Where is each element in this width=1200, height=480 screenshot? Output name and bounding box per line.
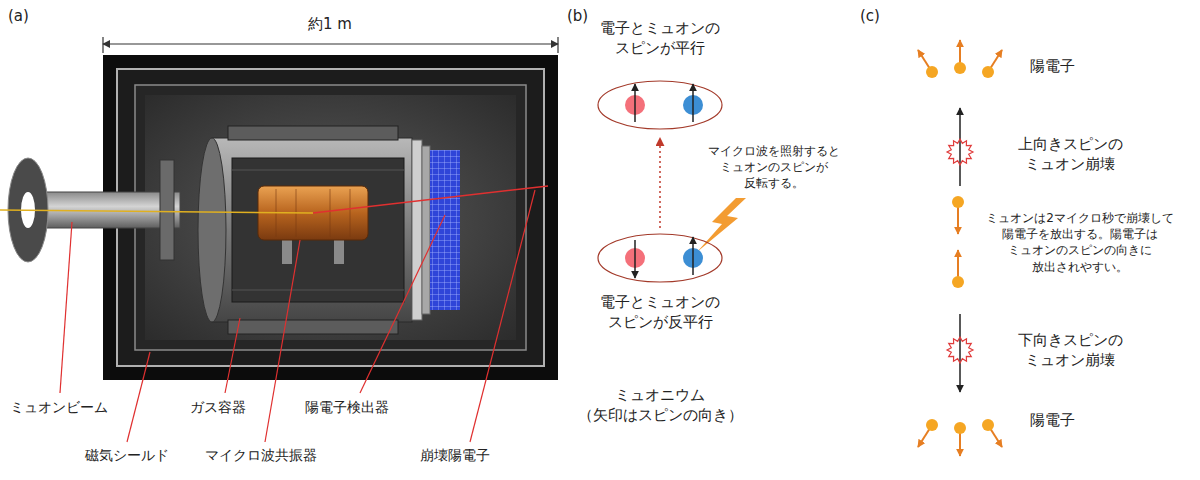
pipe-flange: [160, 160, 174, 260]
positron-dot: [982, 66, 994, 78]
muon-beam-line: [0, 210, 313, 213]
positron-dot: [952, 196, 964, 208]
state-label: 電子とミュオンの スピンが反平行: [600, 292, 720, 333]
part-label: マイクロ波共振器: [205, 446, 317, 465]
muonium-parallel: [598, 81, 722, 129]
positron-track: [313, 186, 548, 213]
positron-dot: [982, 419, 994, 431]
dimension-tick: [557, 37, 558, 53]
vessel-rail: [232, 170, 404, 171]
end-plate: [422, 146, 430, 314]
dimension-tick: [102, 37, 103, 53]
vessel-body: [212, 138, 412, 322]
orbit-ellipse: [598, 81, 722, 129]
spin-arrow: [959, 108, 961, 186]
leader-line: [225, 318, 240, 393]
part-label: 磁気シールド: [85, 446, 169, 465]
state-label: 電子とミュオンの スピンが平行: [600, 18, 720, 59]
leader-line: [470, 190, 535, 442]
shield-layer: [117, 69, 544, 366]
shield-outer: [103, 55, 558, 380]
shield-interior: [145, 95, 516, 340]
positron-detector: [412, 140, 460, 320]
leader-line: [60, 222, 72, 393]
panel-letter: (c): [860, 6, 880, 26]
magnetic-shield: [103, 55, 558, 380]
spin-arrow: [634, 240, 636, 278]
vessel-band: [228, 320, 398, 334]
part-label: 崩壊陽電子: [420, 446, 490, 465]
positron-arrow: [957, 250, 959, 278]
positron-dot: [926, 66, 938, 78]
orbit-ellipse: [598, 234, 722, 282]
shield-layer: [135, 85, 526, 350]
support: [282, 240, 292, 264]
leader-line: [360, 215, 445, 393]
dimension-arrow: [103, 43, 558, 44]
note-label: マイクロ波を照射すると ミュオンのスピンが 反転する。: [708, 143, 840, 192]
vessel-band: [228, 126, 398, 140]
panel-letter: (a): [8, 6, 29, 26]
spin-arrow: [692, 237, 694, 275]
support: [334, 240, 344, 264]
dimension-label: 約1 m: [308, 14, 352, 34]
end-plate: [412, 140, 422, 320]
muonium-antiparallel: [598, 234, 722, 282]
decay-down: [947, 314, 973, 392]
leader-line: [127, 352, 150, 442]
resonator-stripe: [330, 189, 331, 237]
state-label: 上向きスピンの ミュオン崩壊: [1018, 134, 1123, 175]
caption-label: ミュオニウム （矢印はスピンの向き）: [578, 385, 743, 426]
vessel-rail: [232, 290, 404, 291]
leader-lines: [60, 190, 535, 442]
part-label: 陽電子検出器: [305, 398, 389, 417]
single-positrons: [952, 196, 964, 288]
resonator-stripe: [350, 189, 351, 237]
note-label: ミュオンは2マイクロ秒で崩壊して 陽電子を放出する。陽電子は ミュオンのスピンの…: [986, 210, 1174, 275]
microwave-bolt: [697, 198, 746, 252]
leader-line: [265, 240, 300, 442]
spin-arrow: [692, 84, 694, 122]
positron-dot: [952, 276, 964, 288]
part-label: ガス容器: [190, 398, 246, 417]
part-label: ミュオンビーム: [10, 398, 108, 417]
positron-dot: [954, 422, 966, 434]
positrons-down: [918, 419, 1002, 456]
state-label: 下向きスピンの ミュオン崩壊: [1018, 330, 1123, 371]
gas-vessel: [198, 126, 412, 334]
spin-arrow: [634, 84, 636, 122]
detector-grid: [430, 150, 460, 310]
particle-label: 陽電子: [1030, 56, 1075, 76]
vessel-cap: [198, 138, 226, 322]
particle-label: 陽電子: [1030, 410, 1075, 430]
decay-burst: [947, 139, 973, 165]
decay-burst: [947, 337, 973, 363]
detector-body: [430, 150, 460, 310]
transition-arrow: [659, 138, 661, 228]
positron-dot: [926, 419, 938, 431]
positrons-up: [918, 40, 1002, 78]
positron-arrow: [957, 206, 959, 234]
decay-up: [947, 108, 973, 186]
dimension-line: [103, 37, 558, 53]
vessel-interior: [232, 158, 404, 302]
panel-letter: (b): [567, 6, 588, 26]
spin-arrow: [959, 314, 961, 392]
positron-dot: [954, 62, 966, 74]
